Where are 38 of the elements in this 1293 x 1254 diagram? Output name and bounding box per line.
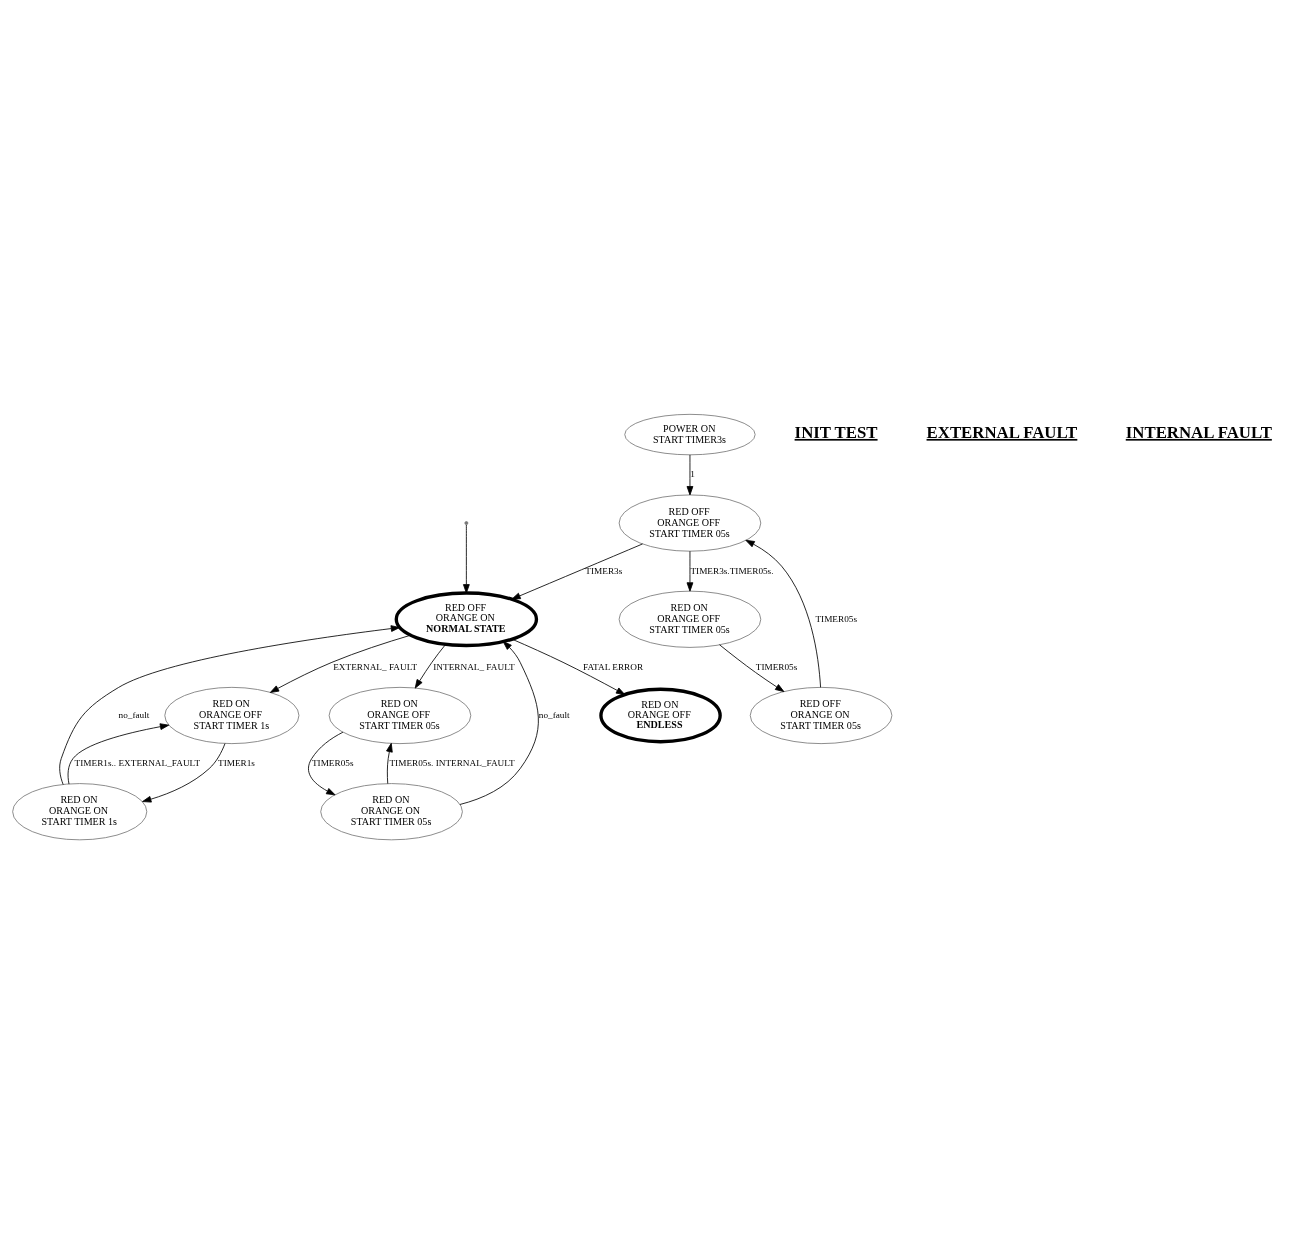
node-ellipse: RED ON ORANGE OFF START TIMER 05s xyxy=(618,590,762,648)
arrow xyxy=(142,743,226,803)
arrow xyxy=(67,723,170,785)
label: INTERNAL FAULT xyxy=(1125,422,1272,442)
arrow xyxy=(269,634,412,693)
arrow xyxy=(414,644,446,689)
edge-label: TIMER05s xyxy=(311,757,354,768)
node-ellipse: RED ON ORANGE ON START TIMER 05s xyxy=(320,783,463,841)
arrow xyxy=(745,539,821,688)
arrow xyxy=(386,742,393,785)
arrow xyxy=(459,641,539,805)
node-ellipse: RED ON ORANGE OFF START TIMER 05s xyxy=(328,686,472,745)
node-ellipse: RED ON ORANGE ON START TIMER 1s xyxy=(12,783,148,841)
label: EXTERNAL FAULT xyxy=(926,422,1078,442)
label: INIT TEST xyxy=(794,422,878,442)
edge-label: 1 xyxy=(690,469,695,480)
edge-label: TIMER05s. INTERNAL_FAULT xyxy=(389,757,515,768)
node-ellipse: POWER ON START TIMER3s xyxy=(624,413,756,456)
edge-label: TIMER3s.TIMER05s. xyxy=(690,565,774,576)
arrow xyxy=(59,625,401,785)
edge-label: no_fault xyxy=(538,709,570,720)
edge-label: EXTERNAL_ FAULT xyxy=(333,661,418,672)
edge-label: TIMER05s xyxy=(815,613,857,624)
edge-label: TIMER1s.. EXTERNAL_FAULT xyxy=(74,757,201,768)
edge-label: TIMER3s xyxy=(585,565,623,576)
arrow xyxy=(511,543,643,600)
arrow xyxy=(686,454,694,496)
edge-label: no_fault xyxy=(118,709,150,720)
node-ellipse: RED OFF ORANGE OFF START TIMER 05s xyxy=(618,494,762,552)
edge-label: FATAL ERROR xyxy=(583,661,644,672)
edge-label: INTERNAL_ FAULT xyxy=(433,661,515,672)
arrow xyxy=(308,731,344,796)
edge-label: TIMER1s xyxy=(218,757,255,768)
arrow xyxy=(686,550,694,592)
arrow xyxy=(463,524,470,594)
arrow xyxy=(511,638,626,695)
arrow xyxy=(719,644,785,693)
edge-label: TIMER05s xyxy=(755,661,798,672)
